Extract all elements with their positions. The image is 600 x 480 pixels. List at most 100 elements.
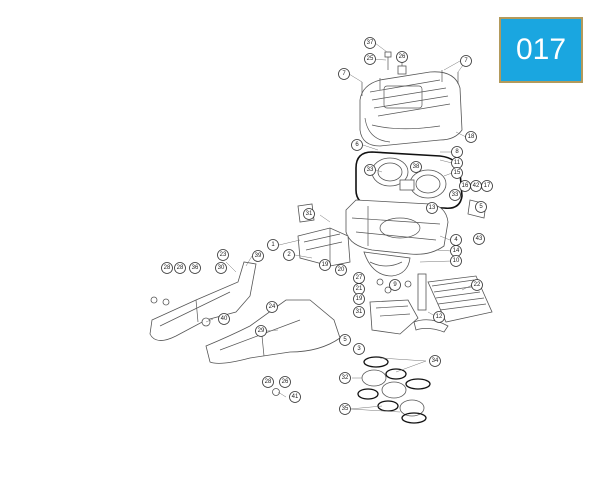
svg-text:27: 27 (356, 275, 363, 281)
callout-26: 26 (396, 51, 408, 63)
svg-text:36: 36 (192, 265, 199, 271)
callout-24: 24 (266, 301, 278, 313)
callout-38: 38 (410, 161, 422, 173)
svg-text:37: 37 (367, 40, 374, 46)
callout-31: 31 (353, 306, 365, 318)
svg-text:30: 30 (218, 265, 225, 271)
filter-gasket (355, 151, 463, 210)
callout-1: 1 (267, 239, 279, 251)
svg-text:33: 33 (367, 167, 374, 173)
callout-18: 18 (465, 131, 477, 143)
callout-2: 2 (283, 249, 295, 261)
svg-text:19: 19 (322, 262, 329, 268)
svg-text:18: 18 (468, 134, 475, 140)
callout-8: 8 (451, 146, 463, 158)
svg-text:7: 7 (464, 58, 468, 64)
callout-5: 5 (475, 201, 487, 213)
callout-23: 23 (217, 249, 229, 261)
svg-text:19: 19 (356, 296, 363, 302)
callout-28: 28 (262, 376, 274, 388)
svg-text:20: 20 (338, 267, 345, 273)
svg-text:16: 16 (462, 183, 469, 189)
callout-4: 4 (450, 234, 462, 246)
svg-text:43: 43 (476, 236, 483, 242)
funnel-assembly (369, 299, 419, 335)
svg-text:21: 21 (356, 286, 363, 292)
svg-text:8: 8 (455, 149, 459, 155)
callout-19: 19 (319, 259, 331, 271)
callout-3: 3 (353, 343, 365, 355)
callout-22: 22 (471, 279, 483, 291)
callout-43: 43 (473, 233, 485, 245)
callout-21: 21 (353, 283, 365, 295)
svg-text:34: 34 (432, 358, 439, 364)
svg-text:15: 15 (454, 170, 461, 176)
svg-text:28: 28 (265, 379, 272, 385)
callout-5: 5 (339, 334, 351, 346)
callout-40: 40 (218, 313, 230, 325)
svg-text:4: 4 (454, 237, 458, 243)
svg-text:23: 23 (220, 252, 227, 258)
svg-text:35: 35 (342, 406, 349, 412)
callout-12: 12 (433, 311, 445, 323)
callout-33: 33 (449, 189, 461, 201)
svg-text:26: 26 (282, 379, 289, 385)
callout-14: 14 (450, 245, 462, 257)
svg-text:39: 39 (255, 253, 262, 259)
intake-spacers (357, 356, 431, 424)
svg-text:28: 28 (164, 265, 171, 271)
callout-32: 32 (339, 372, 351, 384)
callout-41: 41 (289, 391, 301, 403)
svg-text:33: 33 (452, 192, 459, 198)
svg-text:5: 5 (479, 204, 483, 210)
callout-7: 7 (460, 55, 472, 67)
svg-text:7: 7 (342, 71, 346, 77)
callout-33: 33 (364, 164, 376, 176)
callout-16: 16 (459, 180, 471, 192)
callout-27: 27 (353, 272, 365, 284)
callout-15: 15 (451, 167, 463, 179)
svg-text:3: 3 (357, 346, 361, 352)
callout-30: 30 (215, 262, 227, 274)
svg-text:22: 22 (474, 282, 481, 288)
airbox-lower (345, 199, 449, 277)
svg-text:32: 32 (342, 375, 349, 381)
page-number: 017 (515, 33, 567, 66)
cover-screws (361, 51, 459, 96)
svg-text:26: 26 (399, 54, 406, 60)
svg-text:17: 17 (484, 183, 491, 189)
svg-text:12: 12 (436, 314, 443, 320)
svg-text:29: 29 (258, 328, 265, 334)
svg-text:10: 10 (453, 258, 460, 264)
svg-text:6: 6 (355, 142, 359, 148)
svg-text:41: 41 (292, 394, 299, 400)
callout-39: 39 (252, 250, 264, 262)
svg-text:2: 2 (287, 252, 291, 258)
airbox-cover (359, 71, 463, 147)
svg-text:31: 31 (306, 211, 313, 217)
callout-42: 42 (470, 180, 482, 192)
callout-34: 34 (429, 355, 441, 367)
callout-29: 29 (255, 325, 267, 337)
svg-text:11: 11 (454, 160, 461, 166)
callout-13: 13 (426, 202, 438, 214)
callout-10: 10 (450, 255, 462, 267)
callout-26: 26 (279, 376, 291, 388)
callout-6: 6 (351, 139, 363, 151)
page-number-badge: 017 (499, 17, 583, 83)
svg-text:5: 5 (343, 337, 347, 343)
svg-text:31: 31 (356, 309, 363, 315)
svg-text:42: 42 (473, 183, 480, 189)
callout-25: 25 (364, 53, 376, 65)
svg-text:38: 38 (413, 164, 420, 170)
callout-19: 19 (353, 293, 365, 305)
callout-9: 9 (389, 279, 401, 291)
svg-text:9: 9 (393, 282, 397, 288)
svg-text:13: 13 (429, 205, 436, 211)
svg-text:40: 40 (221, 316, 228, 322)
callout-11: 11 (451, 157, 463, 169)
callout-28: 28 (161, 262, 173, 274)
callout-20: 20 (335, 264, 347, 276)
left-side-panel (149, 261, 257, 341)
